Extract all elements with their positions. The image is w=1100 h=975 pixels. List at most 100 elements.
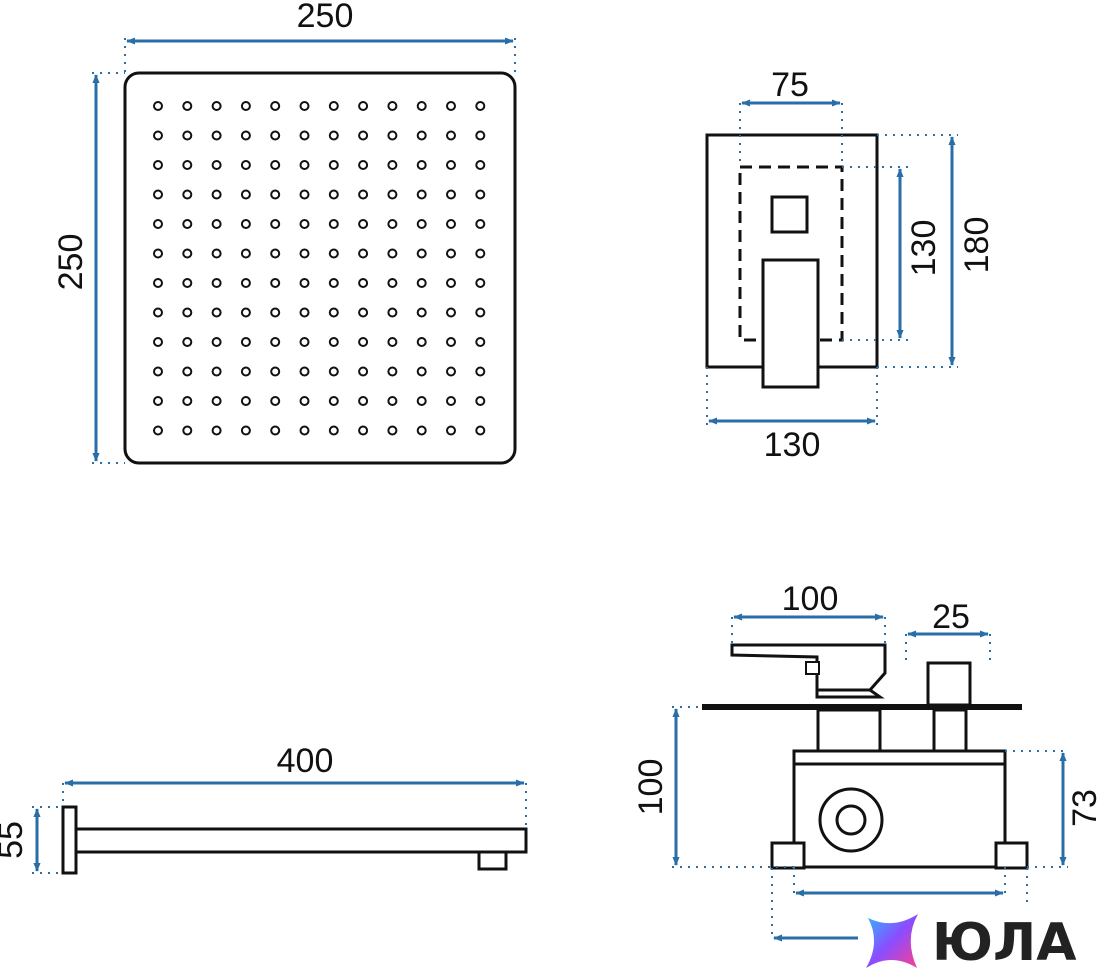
shower-nozzle (416, 425, 427, 436)
shower-head-width-label: 250 (297, 0, 354, 35)
mixer-side-diverter-knob (926, 661, 972, 707)
shower-head-view: 250 250 (52, 0, 517, 465)
shower-nozzle (240, 189, 251, 200)
shower-nozzle (211, 101, 222, 111)
shower-nozzle (299, 101, 310, 111)
shower-nozzle (475, 248, 486, 259)
shower-head-height-label: 250 (52, 234, 90, 291)
shower-nozzle (387, 189, 398, 200)
mixer-side-knob-stem (932, 708, 968, 753)
shower-nozzle (153, 425, 163, 436)
shower-nozzle (270, 219, 281, 229)
shower-nozzle (240, 366, 251, 377)
mixer-side-handle-joint (815, 688, 885, 699)
shower-nozzle (328, 160, 339, 170)
mixer-side-outlet-inner (835, 804, 867, 836)
shower-nozzle (416, 101, 427, 111)
shower-nozzle (240, 396, 251, 406)
shower-nozzle (182, 337, 193, 347)
shower-nozzle (299, 425, 310, 436)
shower-nozzle (328, 278, 339, 288)
shower-nozzle (328, 337, 339, 347)
shower-nozzle (299, 396, 310, 406)
shower-nozzle (328, 307, 339, 318)
shower-nozzle (299, 189, 310, 200)
shower-nozzle (299, 337, 310, 347)
shower-nozzle (211, 248, 222, 259)
shower-nozzle (416, 219, 427, 229)
shower-nozzle (446, 337, 456, 347)
shower-nozzle (153, 248, 163, 259)
shower-nozzle (387, 396, 398, 406)
mixer-side-outlet-outer (818, 787, 884, 853)
shower-nozzle (182, 189, 193, 200)
shower-nozzle (299, 160, 310, 170)
shower-nozzle (240, 307, 251, 318)
shower-head-outline (123, 71, 517, 465)
shower-nozzle (299, 219, 310, 229)
shower-nozzle (358, 366, 369, 377)
shower-nozzle (211, 366, 222, 377)
shower-nozzle (328, 219, 339, 229)
shower-nozzle (240, 219, 251, 229)
shower-nozzle (153, 101, 163, 111)
shower-nozzle (446, 425, 456, 436)
shower-nozzle (328, 130, 339, 141)
mixer-front-diverter-knob (770, 195, 809, 234)
shower-nozzle (475, 425, 486, 436)
shower-nozzle (446, 366, 456, 377)
shower-nozzle (475, 189, 486, 200)
shower-nozzle (416, 130, 427, 141)
shower-nozzle (153, 307, 163, 318)
shower-nozzle (270, 189, 281, 200)
shower-nozzle (358, 219, 369, 229)
shower-nozzle (328, 101, 339, 111)
shower-nozzle (270, 307, 281, 318)
shower-nozzle (475, 160, 486, 170)
shower-nozzle (416, 366, 427, 377)
shower-nozzle (153, 396, 163, 406)
shower-nozzle (182, 248, 193, 259)
shower-nozzle (211, 396, 222, 406)
shower-nozzle (358, 101, 369, 111)
shower-nozzle (358, 307, 369, 318)
logo-watermark: ЮЛА (858, 902, 1100, 975)
shower-nozzle (240, 278, 251, 288)
shower-nozzle (328, 396, 339, 406)
shower-nozzle (182, 396, 193, 406)
shower-nozzle (270, 425, 281, 436)
shower-nozzle (358, 160, 369, 170)
shower-nozzle (387, 366, 398, 377)
shower-nozzle (182, 307, 193, 318)
shower-nozzle (358, 189, 369, 200)
shower-nozzle (299, 307, 310, 318)
shower-nozzle (416, 337, 427, 347)
shower-nozzle (240, 337, 251, 347)
shower-nozzle (270, 396, 281, 406)
mixer-side-body-cover (792, 749, 1007, 766)
mixer-side-body (792, 762, 1007, 869)
mixer-side-knob-label: 25 (932, 598, 970, 636)
shower-nozzle (446, 130, 456, 141)
shower-nozzle (475, 396, 486, 406)
shower-nozzle (153, 160, 163, 170)
shower-nozzle (182, 219, 193, 229)
shower-nozzle (387, 248, 398, 259)
shower-nozzle (270, 337, 281, 347)
mixer-side-mount-left (770, 841, 806, 870)
shower-nozzle (475, 307, 486, 318)
shower-nozzle (211, 130, 222, 141)
shower-nozzle (387, 307, 398, 318)
shower-nozzle (240, 130, 251, 141)
shower-nozzle (153, 337, 163, 347)
shower-nozzle (182, 101, 193, 111)
shower-nozzle (299, 248, 310, 259)
shower-nozzle (182, 160, 193, 170)
shower-nozzle (153, 130, 163, 141)
shower-nozzle (446, 101, 456, 111)
shower-nozzle (211, 425, 222, 436)
shower-nozzle (416, 160, 427, 170)
star-logo-icon (866, 914, 918, 968)
shower-nozzle (358, 425, 369, 436)
shower-nozzle (475, 337, 486, 347)
